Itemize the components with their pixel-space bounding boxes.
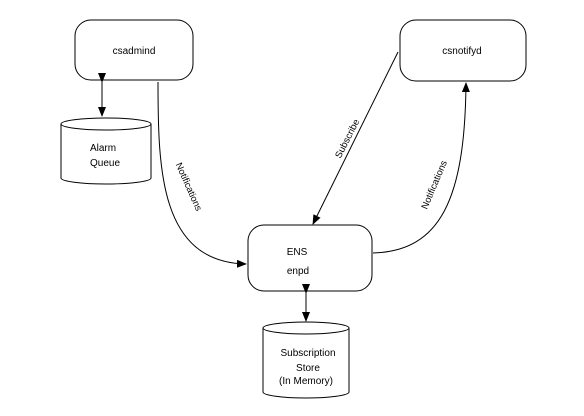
csadmind-node: csadmind bbox=[74, 19, 194, 81]
alarm-queue-cylinder: Alarm Queue bbox=[60, 117, 152, 185]
alarm-queue-label-line1: Alarm bbox=[90, 143, 116, 154]
ens-title: ENS bbox=[287, 247, 308, 258]
csadmind-to-ens-arrow bbox=[157, 81, 247, 268]
csadmind-label: csadmind bbox=[113, 46, 156, 57]
ens-subtitle: enpd bbox=[287, 266, 309, 277]
csnotifyd-node: csnotifyd bbox=[399, 19, 527, 82]
csnotifyd-label: csnotifyd bbox=[442, 46, 481, 57]
store-label-line2: Store bbox=[296, 363, 320, 374]
alarm-queue-label-line2: Queue bbox=[90, 158, 120, 169]
store-label-line1: Subscription bbox=[280, 348, 335, 359]
csadmind-to-ens-label: Notifications bbox=[173, 161, 204, 213]
ens-node: ENS enpd bbox=[247, 224, 373, 292]
ens-to-csnotifyd-arrow bbox=[372, 82, 470, 254]
store-label-line3: (In Memory) bbox=[279, 376, 333, 387]
csnotifyd-to-ens-arrow bbox=[312, 51, 399, 225]
ens-to-csnotifyd-label: Notifications bbox=[420, 159, 450, 211]
subscription-store-cylinder: Subscription Store (In Memory) bbox=[262, 321, 350, 399]
